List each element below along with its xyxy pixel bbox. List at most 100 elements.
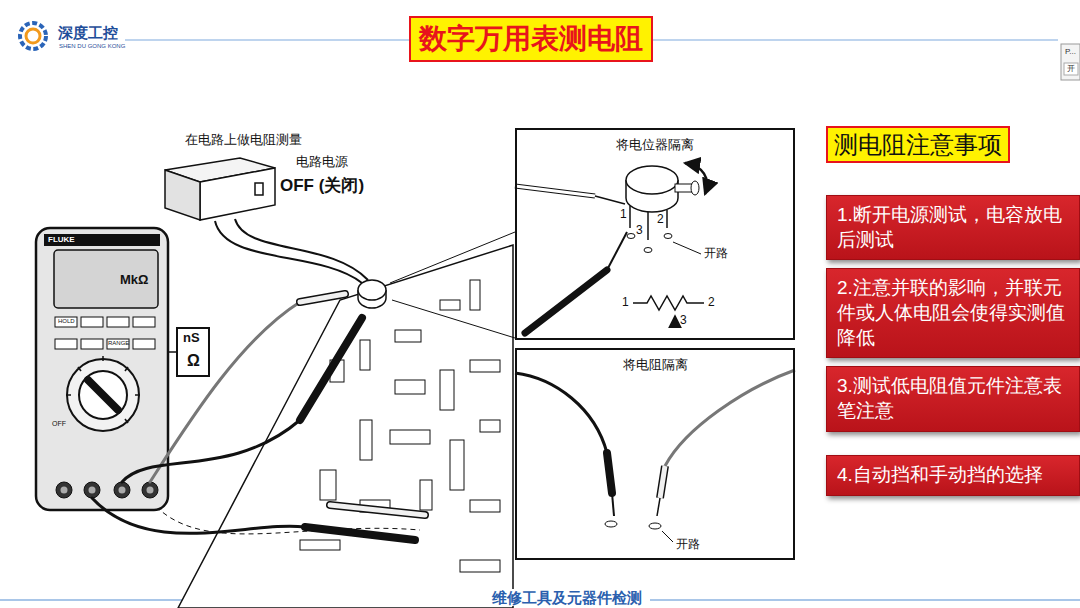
brand-name: FLUKE (48, 235, 75, 244)
potentiometer (358, 280, 386, 300)
circuit-board (470, 360, 500, 372)
resistor-detail (657, 498, 660, 516)
multimeter (66, 394, 71, 396)
multimeter (89, 487, 96, 494)
multimeter (119, 487, 126, 494)
window-fragment: 开 (1067, 64, 1075, 73)
resistor-detail (662, 531, 673, 542)
multimeter (125, 419, 128, 423)
multimeter (79, 371, 127, 419)
circuit-board (450, 440, 464, 490)
test-lead (305, 527, 415, 540)
panel-heading: 将电阻隔离 (517, 350, 793, 373)
detail-panel: 将电阻隔离 (515, 348, 795, 560)
logo-text: 深度工控 (58, 24, 118, 41)
multimeter (44, 234, 160, 246)
circuit-board (470, 500, 500, 512)
circuit-board (360, 340, 370, 370)
test-lead (92, 498, 305, 533)
multimeter (81, 317, 103, 327)
note-box: 4.自动挡和手动挡的选择 (826, 455, 1080, 496)
circuit-board (320, 470, 336, 500)
node-text: 电路电源 (296, 155, 348, 170)
multimeter (114, 482, 130, 498)
pin-number: 1 (622, 296, 629, 310)
multimeter (102, 356, 104, 361)
resistor-detail (665, 370, 795, 466)
panel-ground (515, 128, 795, 560)
multimeter (54, 250, 158, 308)
circuit-board (480, 420, 500, 432)
header (26, 29, 40, 43)
note-box: 2.注意并联的影响，并联元件或人体电阻会使得实测值降低 (826, 268, 1080, 358)
test-lead (330, 505, 425, 515)
footer (650, 599, 1080, 601)
test-lead (122, 420, 300, 482)
leader-line (390, 232, 515, 283)
potentiometer-detail (633, 296, 704, 310)
multimeter (177, 328, 209, 376)
test-lead (330, 505, 425, 515)
header (20, 23, 1080, 80)
potentiometer-detail (627, 234, 635, 239)
power-supply-box (255, 183, 263, 195)
multimeter (67, 359, 139, 431)
power-supply-box (165, 170, 200, 220)
power-supply-box (200, 168, 275, 220)
panel-ground (515, 128, 795, 340)
multimeter (36, 228, 209, 510)
potentiometer-detail (685, 163, 707, 194)
dial-label: OFF (52, 420, 66, 428)
potentiometer-detail (675, 184, 693, 192)
multimeter (78, 367, 81, 371)
note-text: 2.注意并联的影响，并联元件或人体电阻会使得实测值降低 (837, 276, 1071, 350)
title-box: 数字万用表测电阻 (409, 16, 653, 62)
potentiometer-detail (647, 212, 649, 240)
potentiometer (358, 280, 386, 308)
potentiometer-detail (691, 181, 699, 195)
potentiometer-detail (627, 234, 672, 253)
multimeter (147, 487, 154, 494)
display-reading: MkΩ (120, 273, 148, 288)
multimeter (81, 339, 103, 349)
multimeter (133, 339, 155, 349)
multimeter (133, 317, 155, 327)
open-circuit-label: 开路 (676, 538, 700, 552)
circuit-board (150, 500, 420, 534)
resistor-detail (605, 521, 617, 527)
multimeter (61, 487, 68, 494)
circuit-board (360, 420, 372, 460)
test-lead (92, 294, 425, 540)
power-supply-box (165, 158, 275, 220)
test-lead (300, 294, 345, 302)
potentiometer-detail (630, 206, 667, 240)
potentiometer-detail (664, 234, 672, 239)
multimeter (55, 339, 77, 349)
circuit-board (395, 330, 421, 342)
resistor-detail (607, 453, 612, 493)
multimeter (61, 487, 154, 494)
multimeter (88, 380, 118, 410)
test-lead (300, 318, 362, 420)
multimeter (107, 339, 129, 349)
potentiometer-detail (629, 206, 631, 228)
footer-text: 维修工具及元器件检测 (488, 589, 646, 606)
potentiometer-detail (674, 316, 676, 328)
circuit-board (460, 560, 500, 572)
potentiometer-detail (666, 210, 668, 228)
pin-number: 1 (620, 208, 627, 222)
panel-heading: 将电位器隔离 (517, 130, 793, 153)
power-wire (215, 219, 368, 283)
multimeter (168, 351, 177, 353)
circuit-board (470, 280, 480, 310)
node-text: OFF (关闭) (280, 176, 364, 196)
button-label: HOLD (58, 318, 75, 325)
multimeter (66, 356, 140, 423)
pin-number: 2 (657, 213, 664, 227)
detail-panel: 将电位器隔离 (515, 128, 795, 340)
multimeter (56, 482, 158, 498)
resistor-detail (649, 523, 661, 529)
button-label: RANGE (108, 340, 129, 347)
function-symbol: Ω (187, 352, 200, 370)
